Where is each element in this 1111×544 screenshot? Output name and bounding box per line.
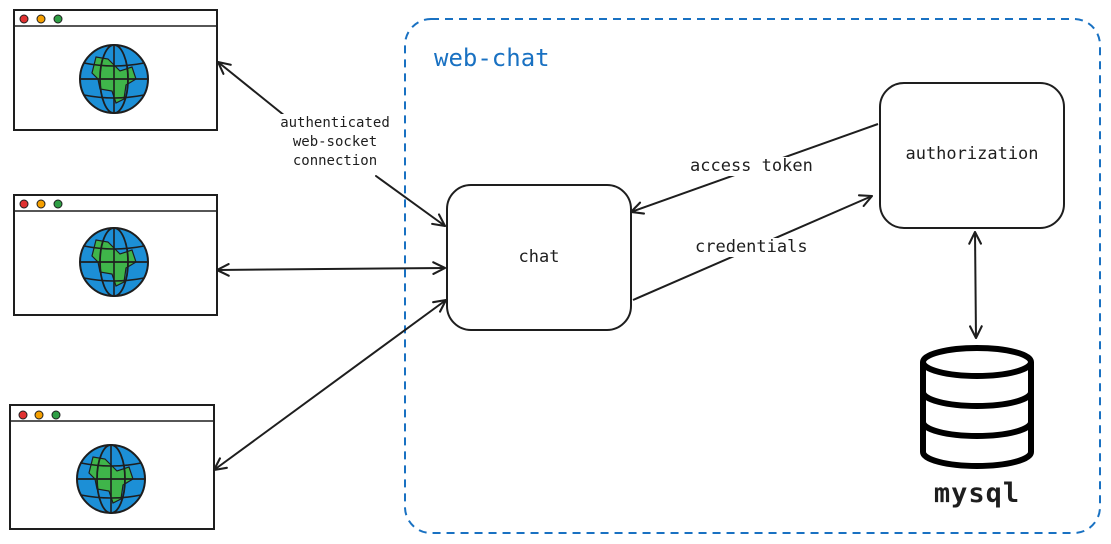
websocket-edge-label-line2: web-socket [292, 134, 378, 150]
browser-client-3 [9, 404, 215, 530]
minimize-dot-icon [34, 410, 44, 420]
authorization-node-label: authorization [905, 144, 1039, 164]
browser-client-2 [13, 194, 218, 316]
globe-icon [76, 444, 146, 514]
client1-websocket-edge [218, 62, 445, 226]
region-label: web-chat [434, 44, 550, 72]
websocket-edge-label-line3: connection [292, 153, 378, 169]
close-dot-icon [19, 199, 29, 209]
close-dot-icon [19, 14, 29, 24]
minimize-dot-icon [36, 199, 46, 209]
chat-node-label: chat [518, 247, 560, 267]
websocket-edge-label: authenticated web-socket connection [268, 114, 402, 171]
maximize-dot-icon [51, 410, 61, 420]
maximize-dot-icon [53, 199, 63, 209]
credentials-label: credentials [693, 237, 810, 257]
globe-icon [79, 227, 149, 297]
mysql-database-icon [920, 345, 1034, 469]
mysql-label: mysql [933, 478, 1021, 509]
browser-client-1 [13, 9, 218, 131]
authorization-node [879, 82, 1065, 229]
maximize-dot-icon [53, 14, 63, 24]
globe-icon [79, 44, 149, 114]
authorization-mysql-edge [968, 230, 983, 340]
chat-node [446, 184, 632, 331]
client2-chat-edge [215, 261, 447, 277]
close-dot-icon [18, 410, 28, 420]
websocket-edge-label-line1: authenticated [280, 115, 390, 131]
client3-chat-edge [212, 298, 448, 472]
minimize-dot-icon [36, 14, 46, 24]
access-token-label: access token [688, 156, 815, 176]
